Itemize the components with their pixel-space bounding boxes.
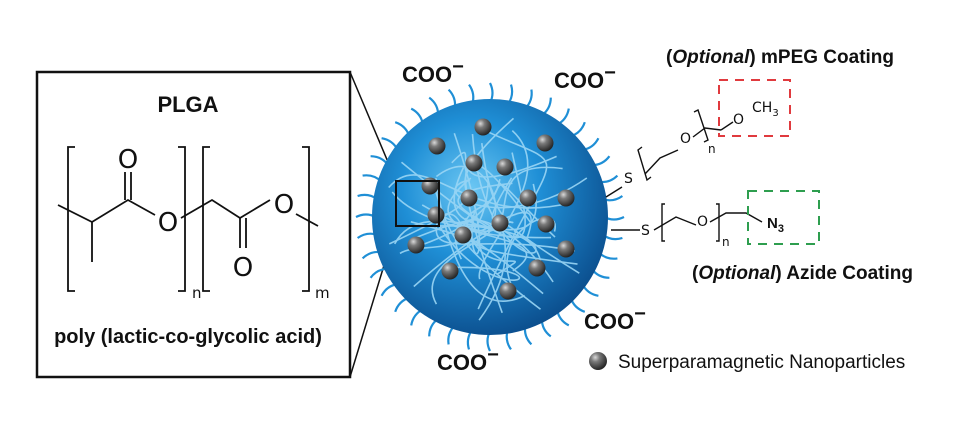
polymer-matrix-strand (400, 152, 526, 239)
mpeg-atom-o: O (680, 131, 691, 147)
embedded-nanoparticles (407, 118, 575, 300)
plga-atom-o-ester-1: O (158, 208, 178, 238)
mpeg-bracket-left (637, 146, 652, 182)
nanoparticle-sphere-icon (537, 215, 555, 233)
mpeg-methyl: CH3 (752, 100, 779, 119)
chain-end-bond (295, 213, 319, 227)
polymer-matrix-strand (471, 134, 537, 254)
mpeg-title: (Optional) mPEG Coating (666, 47, 894, 68)
plga-subscript-m: m (315, 284, 330, 302)
polymer-matrix-strand (491, 177, 532, 240)
nanoparticle-sphere-icon (474, 118, 492, 136)
polymer-matrix-strand (454, 177, 588, 209)
azide-linker-bond (709, 212, 763, 223)
azide-atom-o: O (697, 214, 708, 230)
polymer-matrix-strand (413, 143, 514, 288)
plga-atom-o-ester-2: O (274, 190, 294, 220)
mpeg-atom-s: S (624, 171, 633, 187)
mpeg-terminal-bond (720, 121, 734, 131)
glycolic-ester-bond (239, 199, 271, 219)
nanoparticle-sphere-icon (496, 158, 514, 176)
mpeg-highlight-box (718, 79, 791, 137)
azide-title: (Optional) Azide Coating (692, 263, 913, 284)
nanoparticle-sphere-icon (428, 137, 446, 155)
nanoparticle-sphere-icon (407, 236, 425, 254)
azide-group: N3 (767, 215, 784, 235)
nanoparticle-sphere-icon (557, 240, 575, 258)
azide-coating: S O n N3 (Optional) Azide Coating (611, 190, 913, 284)
bracket-left-2 (202, 146, 210, 292)
mpeg-bracket-right (693, 109, 709, 143)
nanoparticle-sphere-icon (519, 189, 537, 207)
azide-chain-bonds (611, 203, 763, 242)
bracket-right-2 (302, 146, 310, 292)
bracket-right-1 (178, 146, 186, 292)
lactic-backbone (57, 198, 156, 224)
plga-atom-o-carbonyl-2: O (233, 253, 253, 283)
mpeg-subscript-n: n (708, 142, 716, 156)
plga-subscript-n: n (192, 284, 202, 302)
nanoparticle-sphere-icon (465, 154, 483, 172)
nanoparticle-sphere-icon (528, 259, 546, 277)
nanoparticle-sphere-icon (491, 214, 509, 232)
mpeg-chain-bonds (605, 109, 734, 198)
polymer-matrix-strand (465, 217, 517, 275)
carboxylate-labels: COO− COO− COO− COO− (402, 56, 646, 375)
azide-highlight-box (747, 190, 820, 245)
azide-bracket-right (716, 203, 720, 242)
plga-nanoparticle (355, 82, 625, 352)
polymer-matrix-strand (435, 177, 526, 302)
zoom-region-box-overlay (395, 180, 440, 227)
azide-ethylene-bond (653, 216, 697, 231)
mpeg-ether-bond (692, 127, 722, 138)
azide-atom-s: S (641, 223, 650, 239)
azide-subscript-n: n (722, 235, 730, 249)
azide-bracket-left (661, 203, 665, 242)
coo-label-bottom: COO− (437, 344, 499, 375)
coo-label-bottom-right: COO− (584, 303, 646, 334)
legend: Superparamagnetic Nanoparticles (589, 352, 905, 373)
nanoparticle-sphere-icon (441, 262, 459, 280)
mpeg-coating: (Optional) mPEG Coating S O n O CH3 (605, 47, 894, 198)
bracket-left-1 (67, 146, 75, 292)
mpeg-anchor-bond (605, 186, 623, 198)
polymer-matrix-strand (422, 225, 491, 305)
plga-structure-panel: PLGA O O O O n m poly (lactic-co-glycoli… (35, 70, 352, 379)
plga-chemical-structure (57, 146, 319, 292)
nanoparticle-sphere-icon (460, 189, 478, 207)
plga-caption: poly (lactic-co-glycolic acid) (54, 326, 322, 348)
legend-label: Superparamagnetic Nanoparticles (618, 352, 905, 373)
nanoparticle-sphere-icon (536, 134, 554, 152)
mpeg-methoxy-o: O (733, 112, 744, 128)
nanoparticle-sphere-icon (499, 282, 517, 300)
lactic-carbonyl-bond (124, 172, 132, 200)
plga-title: PLGA (157, 92, 218, 117)
nanoparticle-sphere-icon (589, 352, 607, 370)
glycolic-backbone (180, 198, 241, 219)
glycolic-carbonyl-bond (239, 218, 247, 248)
nanoparticle-sphere-icon (557, 189, 575, 207)
polymer-matrix-strand (391, 191, 528, 272)
nanoparticle-sphere (372, 99, 608, 335)
plga-panel-frame (35, 70, 352, 379)
mpeg-ethylene-bond (644, 149, 679, 175)
polymer-matrix-strand (478, 130, 529, 280)
coo-label-top-right: COO− (554, 62, 616, 93)
polymer-matrix-strand (438, 225, 521, 281)
polymer-matrix-strand (388, 174, 568, 209)
polymer-matrix-strand (453, 133, 481, 255)
nanoparticle-sphere-icon (454, 226, 472, 244)
coo-label-top-left: COO− (402, 56, 464, 87)
plga-atom-o-carbonyl-1: O (118, 145, 138, 175)
nanoparticle-sphere-icon (427, 206, 445, 224)
